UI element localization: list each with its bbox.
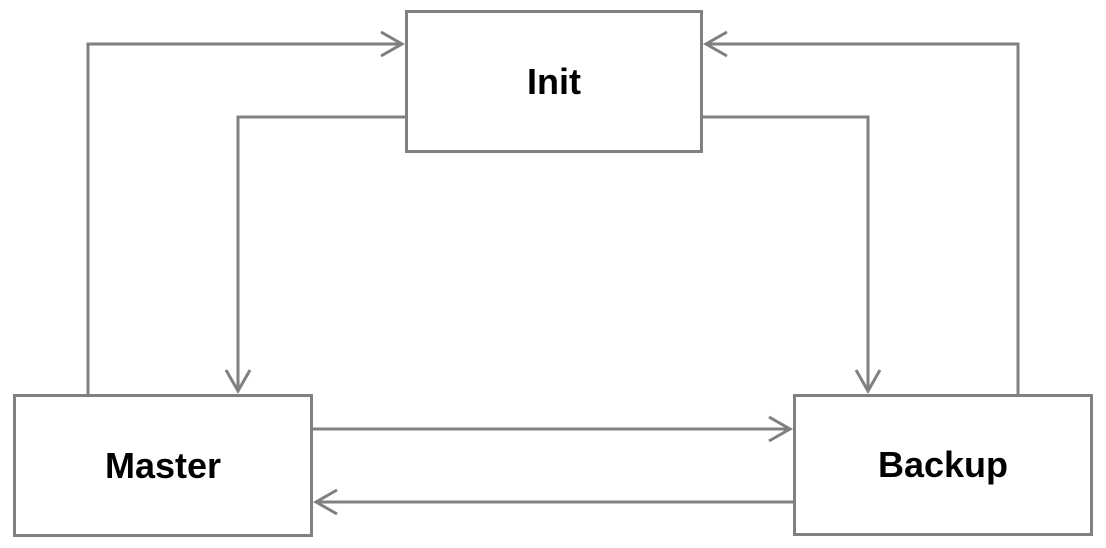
edge-backup-to-init	[702, 30, 1020, 394]
edge-init-to-master	[224, 115, 405, 395]
edge-master-to-init	[86, 30, 406, 394]
node-init: Init	[405, 10, 703, 153]
node-master: Master	[13, 394, 313, 537]
node-backup-label: Backup	[877, 444, 1009, 485]
node-backup: Backup	[793, 394, 1093, 536]
edge-init-to-backup	[703, 115, 882, 395]
node-init-label: Init	[527, 60, 581, 102]
node-master-label: Master	[104, 444, 222, 486]
